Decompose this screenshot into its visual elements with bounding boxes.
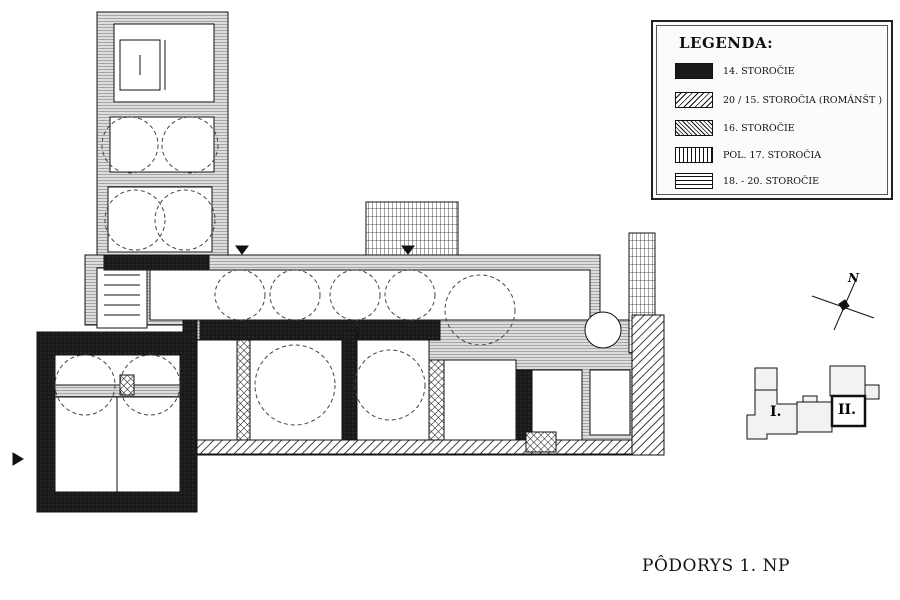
legend-item: 16. STOROČIE: [675, 120, 795, 136]
legend-item: 20 / 15. STOROČIA (ROMÁNŠT ): [675, 92, 882, 108]
legend-label: POL. 17. STOROČIA: [723, 149, 822, 161]
site-label-1: I.: [770, 404, 782, 420]
legend-swatch: [675, 92, 713, 108]
legend-item: POL. 17. STOROČIA: [675, 147, 821, 163]
north-tower: [96, 11, 229, 258]
right-tower: [584, 232, 665, 456]
legend-item: 18. - 20. STOROČIE: [675, 173, 819, 189]
legend-label: 16. STOROČIE: [723, 122, 795, 134]
vault-lines: [54, 116, 516, 426]
legend-box: LEGENDA: 14. STOROČIE 20 / 15. STOROČIA …: [651, 20, 893, 200]
legend-label: 18. - 20. STOROČIE: [723, 175, 820, 187]
entrance-arrow: [235, 245, 249, 255]
entrance-arrow: [12, 452, 24, 466]
corridor-band: [84, 254, 601, 329]
legend-item: 14. STOROČIE: [675, 63, 795, 79]
legend-swatch: [675, 63, 713, 79]
site-plan: [746, 365, 880, 440]
legend-swatch: [675, 173, 713, 189]
legend-label: 20 / 15. STOROČIA (ROMÁNŠT ): [723, 94, 883, 106]
entrance-arrow: [401, 245, 415, 255]
plan-title: PÔDORYS 1. NP: [642, 556, 790, 576]
west-block: [36, 331, 198, 513]
legend-swatch: [675, 120, 713, 136]
north-label: N: [848, 271, 859, 285]
legend-title: LEGENDA:: [679, 34, 774, 52]
site-label-2: II.: [838, 402, 856, 418]
legend-label: 14. STOROČIE: [723, 65, 795, 77]
main-block: [182, 319, 636, 456]
compass-icon: [811, 281, 875, 331]
legend-swatch: [675, 147, 713, 163]
